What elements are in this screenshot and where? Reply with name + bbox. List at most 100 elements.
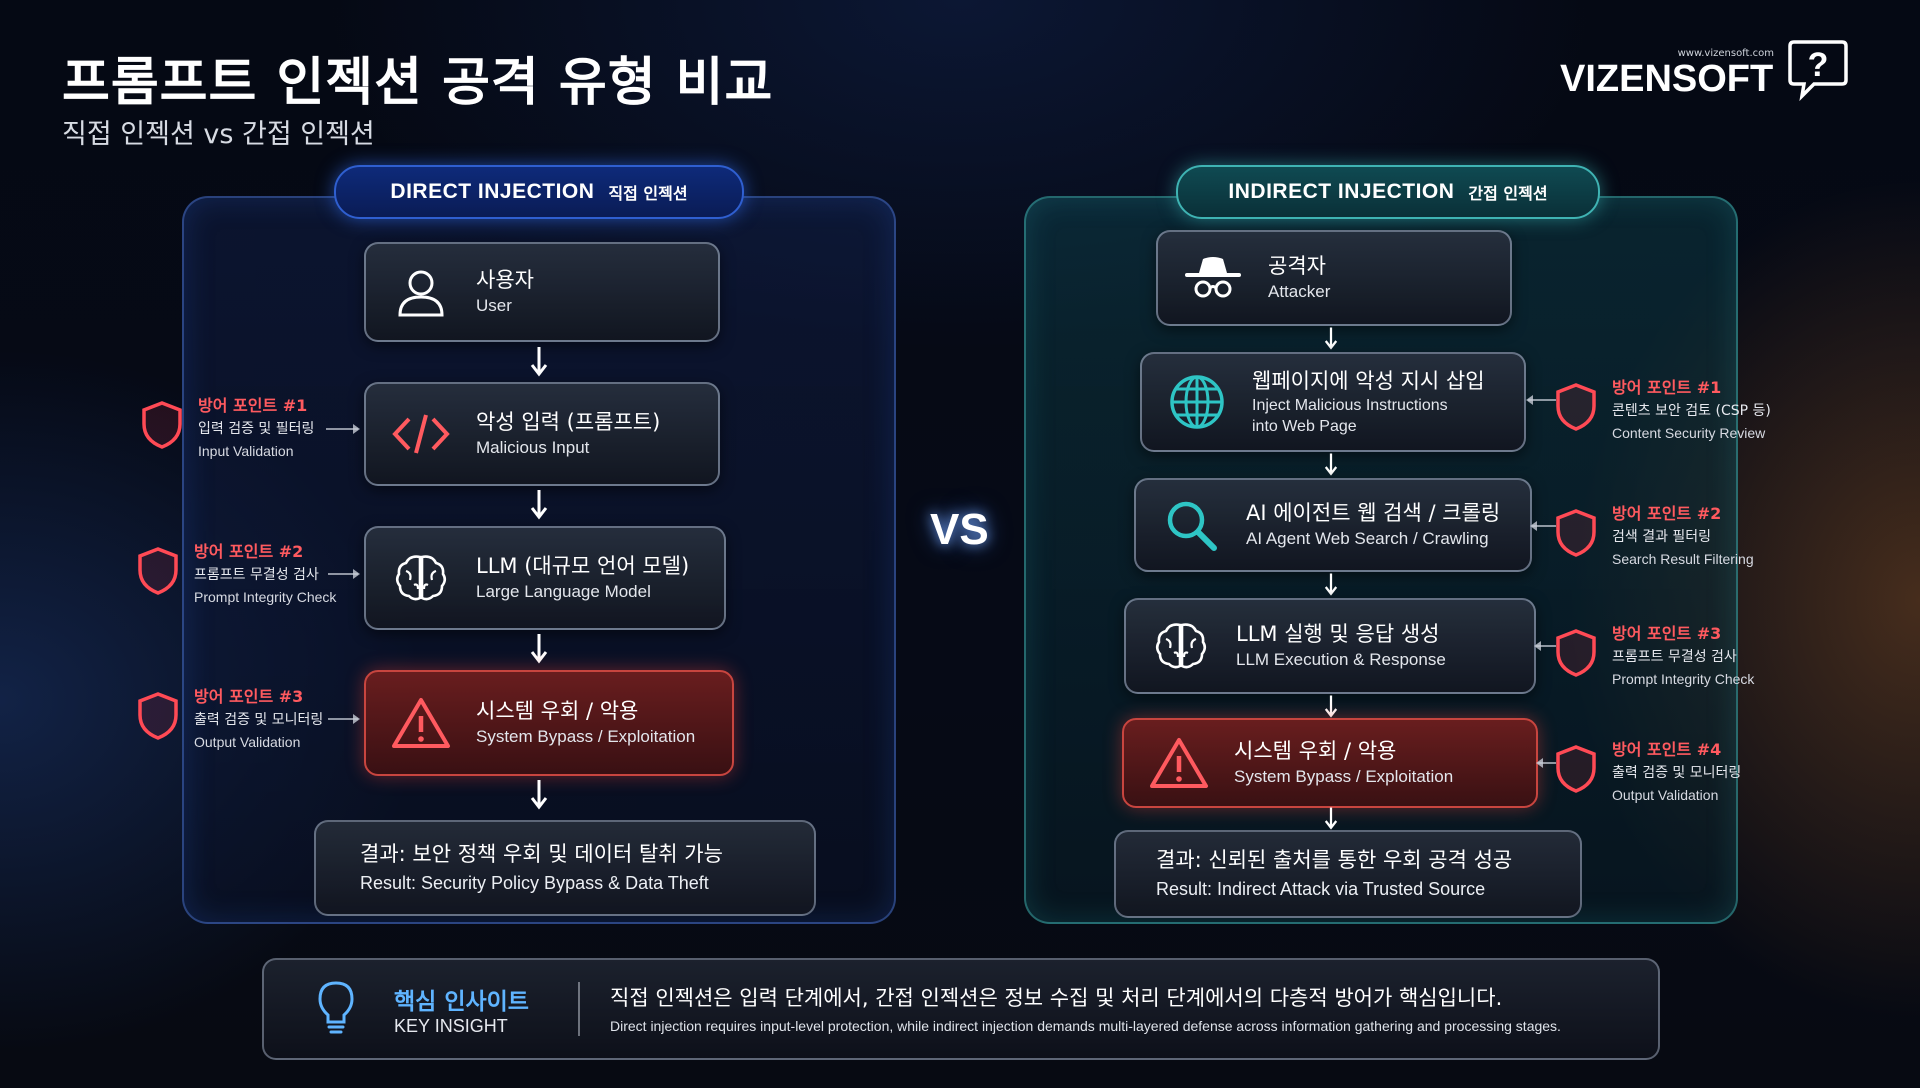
node-sublabel: AI Agent Web Search / Crawling	[1246, 529, 1489, 548]
flow-arrow	[530, 634, 548, 664]
defense-sublabel: Prompt Integrity Check	[194, 589, 337, 605]
defense-title: 방어 포인트 #3	[194, 687, 304, 706]
defense-sublabel: Search Result Filtering	[1612, 551, 1754, 567]
flow-arrow	[1324, 573, 1338, 596]
shield-icon	[1556, 383, 1596, 431]
node-sublabel: Large Language Model	[476, 582, 651, 601]
node-label: 사용자	[476, 268, 534, 292]
shield-icon	[142, 401, 182, 449]
defense-connector	[1530, 521, 1556, 531]
defense-label: 프롬프트 무결성 검사	[194, 567, 319, 583]
brand-logo: www.vizensoft.com VIZENSOFT ?	[1560, 36, 1850, 106]
flow-arrow	[530, 347, 548, 377]
defense-label: 검색 결과 필터링	[1612, 529, 1712, 545]
indirect-defense-point-1: 방어 포인트 #1 콘텐츠 보안 검토 (CSP 등) Content Secu…	[1554, 376, 1771, 444]
defense-title: 방어 포인트 #4	[1612, 740, 1722, 759]
node-sublabel: User	[476, 296, 512, 315]
defense-title: 방어 포인트 #2	[194, 542, 304, 561]
user-icon	[398, 270, 444, 317]
defense-title: 방어 포인트 #1	[198, 396, 308, 415]
direct-injection-header: DIRECT INJECTION 직접 인젝션	[334, 165, 744, 219]
node-label: 시스템 우회 / 악용	[476, 699, 639, 723]
direct-title: DIRECT INJECTION	[390, 180, 595, 203]
defense-label: 입력 검증 및 필터링	[198, 421, 315, 437]
insight-divider	[578, 982, 580, 1036]
indirect-defense-point-3: 방어 포인트 #3 프롬프트 무결성 검사 Prompt Integrity C…	[1554, 622, 1754, 690]
direct-node-malicious-input: 악성 입력 (프롬프트) Malicious Input	[364, 382, 720, 486]
page-subtitle: 직접 인젝션 vs 간접 인젝션	[62, 119, 375, 150]
shield-icon	[1556, 629, 1596, 677]
node-label: 악성 입력 (프롬프트)	[476, 410, 661, 434]
defense-connector	[326, 424, 360, 434]
svg-text:?: ?	[1808, 46, 1829, 84]
defense-title: 방어 포인트 #2	[1612, 504, 1722, 523]
defense-label: 출력 검증 및 모니터링	[1612, 765, 1742, 781]
indirect-title-kr: 간접 인젝션	[1468, 184, 1548, 203]
defense-sublabel: Prompt Integrity Check	[1612, 671, 1755, 687]
flow-arrow	[1324, 807, 1338, 830]
node-label: 시스템 우회 / 악용	[1234, 739, 1397, 763]
defense-label: 프롬프트 무결성 검사	[1612, 649, 1737, 665]
warning-icon	[1150, 738, 1208, 788]
indirect-node-llm-execution: LLM 실행 및 응답 생성 LLM Execution & Response	[1124, 598, 1536, 694]
brain-icon	[1155, 623, 1207, 669]
defense-connector	[1534, 641, 1556, 651]
flow-arrow	[1324, 453, 1338, 476]
indirect-node-attacker: 공격자 Attacker	[1156, 230, 1512, 326]
direct-result: 결과: 보안 정책 우회 및 데이터 탈취 가능 Result: Securit…	[314, 820, 816, 916]
indirect-node-inject-web: 웹페이지에 악성 지시 삽입 Inject Malicious Instruct…	[1140, 352, 1526, 452]
logo-url: www.vizensoft.com	[1677, 48, 1774, 59]
node-label: LLM 실행 및 응답 생성	[1236, 622, 1440, 646]
warning-icon	[392, 698, 450, 748]
flow-arrow	[1324, 327, 1338, 350]
indirect-node-system-bypass: 시스템 우회 / 악용 System Bypass / Exploitation	[1122, 718, 1538, 808]
direct-defense-point-1: 방어 포인트 #1 입력 검증 및 필터링 Input Validation	[140, 394, 314, 462]
globe-icon	[1170, 375, 1224, 429]
direct-node-llm: LLM (대규모 언어 모델) Large Language Model	[364, 526, 726, 630]
node-label: LLM (대규모 언어 모델)	[476, 554, 690, 578]
node-sublabel: Attacker	[1268, 282, 1331, 301]
defense-connector	[328, 569, 360, 579]
node-sublabel: System Bypass / Exploitation	[476, 727, 696, 746]
insight-title-en: KEY INSIGHT	[394, 1016, 508, 1036]
result-sublabel: Result: Indirect Attack via Trusted Sour…	[1156, 879, 1486, 899]
result-label: 결과: 신뢰된 출처를 통한 우회 공격 성공	[1156, 848, 1513, 872]
direct-title-kr: 직접 인젝션	[608, 184, 688, 203]
node-sublabel: System Bypass / Exploitation	[1234, 767, 1454, 786]
insight-message: 직접 인젝션은 입력 단계에서, 간접 인젝션은 정보 수집 및 처리 단계에서…	[610, 986, 1503, 1010]
node-label: AI 에이전트 웹 검색 / 크롤링	[1246, 501, 1501, 525]
logo-name: VIZENSOFT	[1560, 58, 1774, 100]
shield-icon	[1556, 509, 1596, 557]
flow-arrow	[530, 490, 548, 520]
result-sublabel: Result: Security Policy Bypass & Data Th…	[360, 873, 709, 893]
defense-sublabel: Output Validation	[194, 734, 301, 750]
brain-icon	[395, 555, 447, 601]
direct-node-user: 사용자 User	[364, 242, 720, 342]
defense-sublabel: Input Validation	[198, 443, 294, 459]
defense-connector	[1526, 395, 1556, 405]
hacker-icon	[1185, 257, 1241, 298]
lightbulb-icon	[318, 981, 354, 1034]
shield-icon	[1556, 745, 1596, 793]
vs-label: VS	[930, 505, 989, 554]
insight-title: 핵심 인사이트	[394, 989, 529, 1015]
flow-arrow	[530, 780, 548, 810]
indirect-defense-point-4: 방어 포인트 #4 출력 검증 및 모니터링 Output Validation	[1554, 738, 1741, 806]
key-insight-box: 핵심 인사이트 KEY INSIGHT 직접 인젝션은 입력 단계에서, 간접 …	[262, 958, 1660, 1060]
indirect-result: 결과: 신뢰된 출처를 통한 우회 공격 성공 Result: Indirect…	[1114, 830, 1582, 918]
node-label: 공격자	[1268, 254, 1326, 278]
indirect-defense-point-2: 방어 포인트 #2 검색 결과 필터링 Search Result Filter…	[1554, 502, 1754, 570]
search-icon	[1167, 501, 1217, 551]
shield-icon	[138, 692, 178, 740]
defense-title: 방어 포인트 #3	[1612, 624, 1722, 643]
shield-icon	[138, 547, 178, 595]
node-sublabel: Inject Malicious Instructions	[1252, 397, 1448, 414]
direct-defense-point-2: 방어 포인트 #2 프롬프트 무결성 검사 Prompt Integrity C…	[136, 540, 336, 608]
defense-label: 출력 검증 및 모니터링	[194, 712, 324, 728]
code-icon	[392, 414, 450, 454]
defense-connector	[1536, 758, 1556, 768]
indirect-node-web-search: AI 에이전트 웹 검색 / 크롤링 AI Agent Web Search /…	[1134, 478, 1532, 572]
direct-node-system-bypass: 시스템 우회 / 악용 System Bypass / Exploitation	[364, 670, 734, 776]
indirect-title: INDIRECT INJECTION	[1228, 180, 1455, 203]
defense-label: 콘텐츠 보안 검토 (CSP 등)	[1612, 403, 1771, 419]
